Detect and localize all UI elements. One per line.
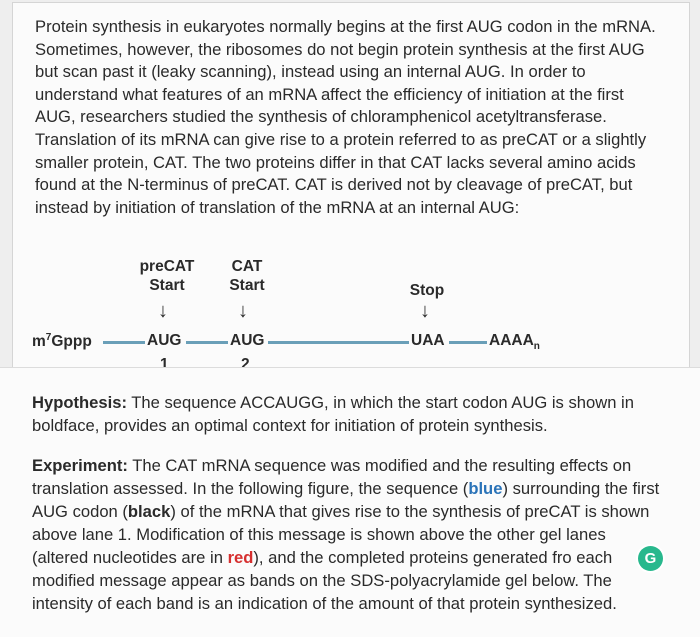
cat-label: CAT Start xyxy=(229,258,265,294)
stop-arrow-icon: ↓ xyxy=(420,300,430,322)
aug2-codon: AUG xyxy=(230,332,265,349)
mrna-segment xyxy=(103,341,145,344)
aug1-number: 1 xyxy=(160,356,169,373)
mrna-segment xyxy=(186,341,228,344)
mrna-diagram: preCAT Start CAT Start Stop ↓ ↓ ↓ m7Gppp… xyxy=(32,258,540,373)
aug2-number: 2 xyxy=(241,356,250,373)
hypothesis-experiment-panel: Hypothesis: The sequence ACCAUGG, in whi… xyxy=(0,367,700,637)
stop-label: Stop xyxy=(409,282,445,299)
aug1-codon: AUG xyxy=(147,332,182,349)
grammarly-icon[interactable]: G xyxy=(638,546,663,571)
hypothesis-paragraph: Hypothesis: The sequence ACCAUGG, in whi… xyxy=(32,393,634,435)
experiment-paragraph: Experiment: The CAT mRNA sequence was mo… xyxy=(32,456,660,613)
cap-label: m7Gppp xyxy=(32,332,92,351)
mrna-segment xyxy=(449,341,487,344)
polya-tail: AAAAn xyxy=(489,332,540,353)
precat-label: preCAT Start xyxy=(139,258,195,294)
cat-arrow-icon: ↓ xyxy=(238,300,248,322)
precat-arrow-icon: ↓ xyxy=(158,300,168,322)
mrna-segment xyxy=(268,341,409,344)
uaa-codon: UAA xyxy=(411,332,445,349)
intro-paragraph: Protein synthesis in eukaryotes normally… xyxy=(35,17,656,217)
